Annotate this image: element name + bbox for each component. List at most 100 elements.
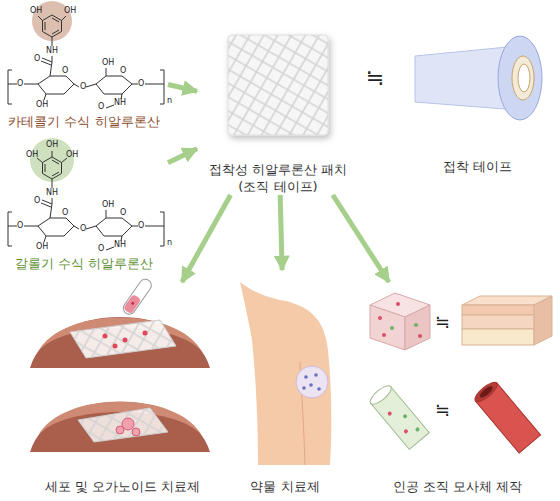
drug-therapy-art [240, 282, 331, 465]
flow-arrow [168, 84, 197, 91]
tissue-model-art-part-part [368, 383, 394, 407]
atom-label: OH [36, 242, 48, 252]
atom-label: O [98, 102, 104, 112]
atom-label: OH [66, 150, 78, 160]
atom-label: OH [102, 200, 114, 210]
structure-caption-box: 카테콜기 수식 히알루론산 [0, 0, 168, 130]
atom-label: O [34, 196, 40, 206]
cell-therapy-art-part [70, 320, 176, 358]
tissue-model-art-part [462, 315, 534, 329]
tissue-model-art-part-part [475, 383, 540, 453]
tape-roll-part [498, 36, 542, 120]
tissue-model-art-part [534, 296, 552, 345]
tissue-model-art-part [390, 326, 394, 330]
node-caption: 인공 조직 모사체 제작 [360, 478, 555, 495]
approx-equal-sign: ≒ [435, 400, 450, 420]
tissue-model-art-part-part [478, 385, 494, 400]
tape-box: 접착 테이프 [400, 25, 555, 175]
node-caption: 세포 및 오가노이드 치료제 [15, 478, 230, 495]
atom-label: O [17, 221, 23, 231]
catechol-structure-part [38, 16, 66, 21]
patch-box: 접착성 히알루론산 패치 (조직 테이프) [197, 25, 359, 195]
drug-therapy-art-part [314, 373, 318, 377]
tissue-model-art-part-part [403, 428, 409, 434]
cell-therapy-art-part-part [123, 294, 142, 314]
atom-label: OH [36, 100, 48, 110]
cell-therapy-art-part [116, 426, 124, 434]
atom-label: NH [114, 240, 126, 250]
atom-label: O [62, 208, 68, 218]
atom-label: O [120, 208, 126, 218]
tissue-model-art-part [414, 323, 418, 327]
flow-arrow [182, 195, 231, 282]
atom-label: O [138, 79, 144, 89]
node-caption: 약물 치료제 [230, 478, 340, 495]
atom-label: O [80, 224, 86, 234]
atom-label: OH [46, 140, 58, 150]
catechol-structure-part [8, 37, 164, 108]
drug-therapy-art-part [317, 387, 321, 391]
tissue-model-art-part [368, 383, 430, 450]
atom-label: OH [64, 6, 76, 16]
cell-therapy-art-part [121, 277, 154, 317]
galloyl-structure-part [45, 160, 59, 176]
flow-arrow [333, 195, 389, 282]
atom-label: n [167, 238, 172, 248]
atom-label: O [80, 82, 86, 92]
drug-therapy-art-part [309, 383, 313, 387]
tissue-model-art-part [378, 316, 382, 320]
cell-therapy-art-part-part [131, 301, 135, 305]
node-caption: 카테콜기 수식 히알루론산 [0, 113, 168, 130]
tissue-model-art-part [462, 329, 534, 345]
drug-therapy-art-part [240, 282, 331, 465]
atom-label: O [62, 66, 68, 76]
node-caption: 갈롤기 수식 히알루론산 [0, 255, 168, 272]
catechol-structure [8, 1, 164, 108]
tissue-model-art-part [405, 305, 430, 350]
atom-label: O [98, 244, 104, 254]
tape-roll [415, 36, 542, 120]
structure-caption-box: 갈롤기 수식 히알루론산 [0, 134, 168, 272]
atom-label: O [34, 54, 40, 64]
cell-therapy-art-part-part [121, 277, 154, 317]
catechol-structure-part [45, 18, 59, 34]
cell-therapy-art-part [113, 344, 118, 349]
flow-arrow [168, 149, 197, 163]
tissue-model-art-part-part [387, 411, 393, 417]
cell-therapy-art-part [123, 338, 128, 343]
atom-label: O [120, 66, 126, 76]
cell-therapy-art-part [132, 428, 140, 436]
atom-label: n [167, 96, 172, 106]
approx-equal-sign: ≒ [435, 312, 450, 332]
tissue-model-art-part-part [415, 427, 421, 433]
drug-therapy-art-part [302, 386, 306, 390]
tissue-model-art-part [418, 334, 422, 338]
tissue-model-art-part [370, 305, 405, 350]
tissue-model-art-part [382, 333, 386, 337]
atom-label: NH [114, 98, 126, 108]
cell-therapy-art-part [78, 408, 168, 442]
cell-therapy-art-part [70, 320, 176, 358]
atom-label: OH [30, 6, 42, 16]
cell-therapy-art [30, 277, 210, 452]
atom-label: O [17, 79, 23, 89]
tissue-model-art-part [462, 305, 534, 315]
atom-label: NH [46, 188, 58, 198]
tissue-model-art [368, 293, 552, 453]
application-box: 약물 치료제 [230, 270, 340, 495]
galloyl-structure-part [30, 138, 74, 182]
tissue-model-art-part [472, 379, 540, 453]
atom-label: NH [46, 46, 58, 56]
atom-label: O [138, 221, 144, 231]
hyaluronic-patch-part [228, 35, 328, 135]
cell-therapy-art-part [30, 402, 210, 452]
application-box: 인공 조직 모사체 제작 [360, 282, 555, 495]
application-box: 세포 및 오가노이드 치료제 [15, 282, 230, 495]
tissue-model-art-part-part [402, 414, 408, 420]
atom-label: OH [26, 150, 38, 160]
catechol-structure-part [43, 15, 62, 37]
galloyl-structure-part [8, 179, 164, 250]
